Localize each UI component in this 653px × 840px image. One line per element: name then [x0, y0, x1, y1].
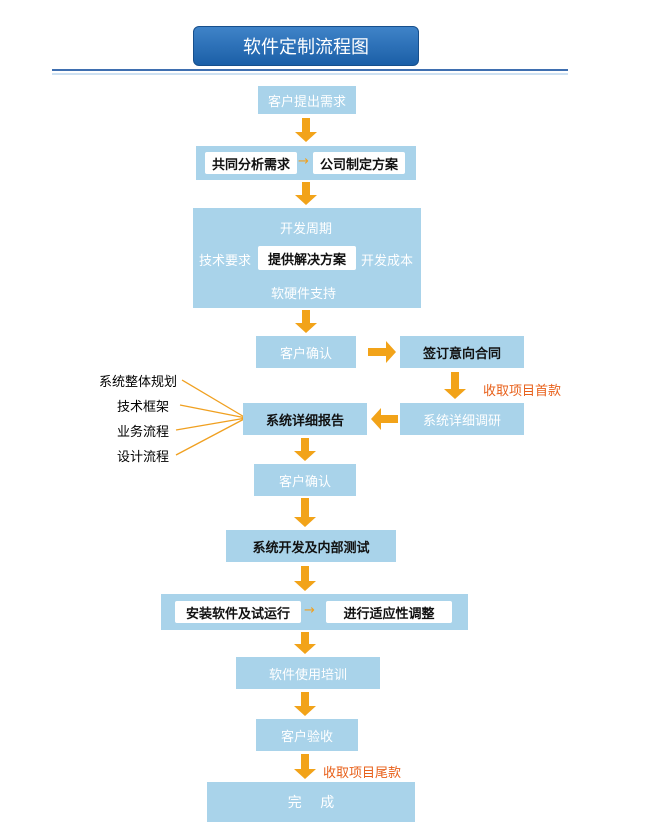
report-item-4: 设计流程	[117, 450, 170, 465]
step-company-plan: 公司制定方案	[313, 152, 405, 174]
step-adjust: 进行适应性调整	[326, 601, 452, 623]
down-arrow-icon	[294, 566, 316, 591]
left-arrow-icon	[371, 408, 398, 430]
step-acceptance: 客户验收	[256, 719, 358, 751]
down-arrow-icon	[294, 754, 316, 779]
down-arrow-icon	[295, 310, 317, 333]
label-hw-sw-support: 软硬件支持	[271, 287, 337, 302]
report-item-3: 业务流程	[117, 425, 170, 440]
step-detailed-report: 系统详细报告	[243, 403, 367, 435]
step-customer-confirm-2: 客户确认	[254, 464, 356, 496]
step-dev-and-test: 系统开发及内部测试	[226, 530, 396, 562]
step-customer-request: 客户提出需求	[258, 86, 356, 114]
flow-arrows	[294, 118, 466, 779]
label-dev-cost: 开发成本	[361, 254, 414, 269]
step-sign-intent: 签订意向合同	[400, 336, 524, 368]
header-divider	[52, 69, 568, 75]
right-arrow-icon	[368, 341, 396, 363]
report-item-2: 技术框架	[117, 400, 170, 415]
step-training: 软件使用培训	[236, 657, 380, 689]
report-item-1: 系统整体规划	[99, 375, 178, 390]
down-arrow-icon	[294, 692, 316, 716]
step-customer-confirm-1: 客户确认	[256, 336, 356, 368]
down-arrow-icon	[294, 498, 316, 527]
step-detailed-research: 系统详细调研	[400, 403, 524, 435]
down-arrow-icon	[295, 182, 317, 205]
label-tech-requirements: 技术要求	[199, 254, 252, 269]
step-solution: 提供解决方案	[258, 246, 356, 270]
down-arrow-icon	[295, 118, 317, 142]
page-title: 软件定制流程图	[193, 26, 419, 66]
small-arrow-icon: →	[304, 603, 315, 618]
note-first-payment: 收取项目首款	[483, 384, 562, 399]
down-arrow-icon	[294, 438, 316, 461]
small-arrow-icon: →	[298, 154, 309, 169]
report-fan-lines	[175, 379, 247, 456]
step-done: 完 成	[207, 782, 415, 822]
step-install-trial: 安装软件及试运行	[175, 601, 301, 623]
step-joint-analysis: 共同分析需求	[205, 152, 297, 174]
label-dev-cycle: 开发周期	[280, 222, 333, 237]
down-arrow-icon	[444, 372, 466, 399]
down-arrow-icon	[294, 632, 316, 654]
note-final-payment: 收取项目尾款	[323, 766, 402, 781]
